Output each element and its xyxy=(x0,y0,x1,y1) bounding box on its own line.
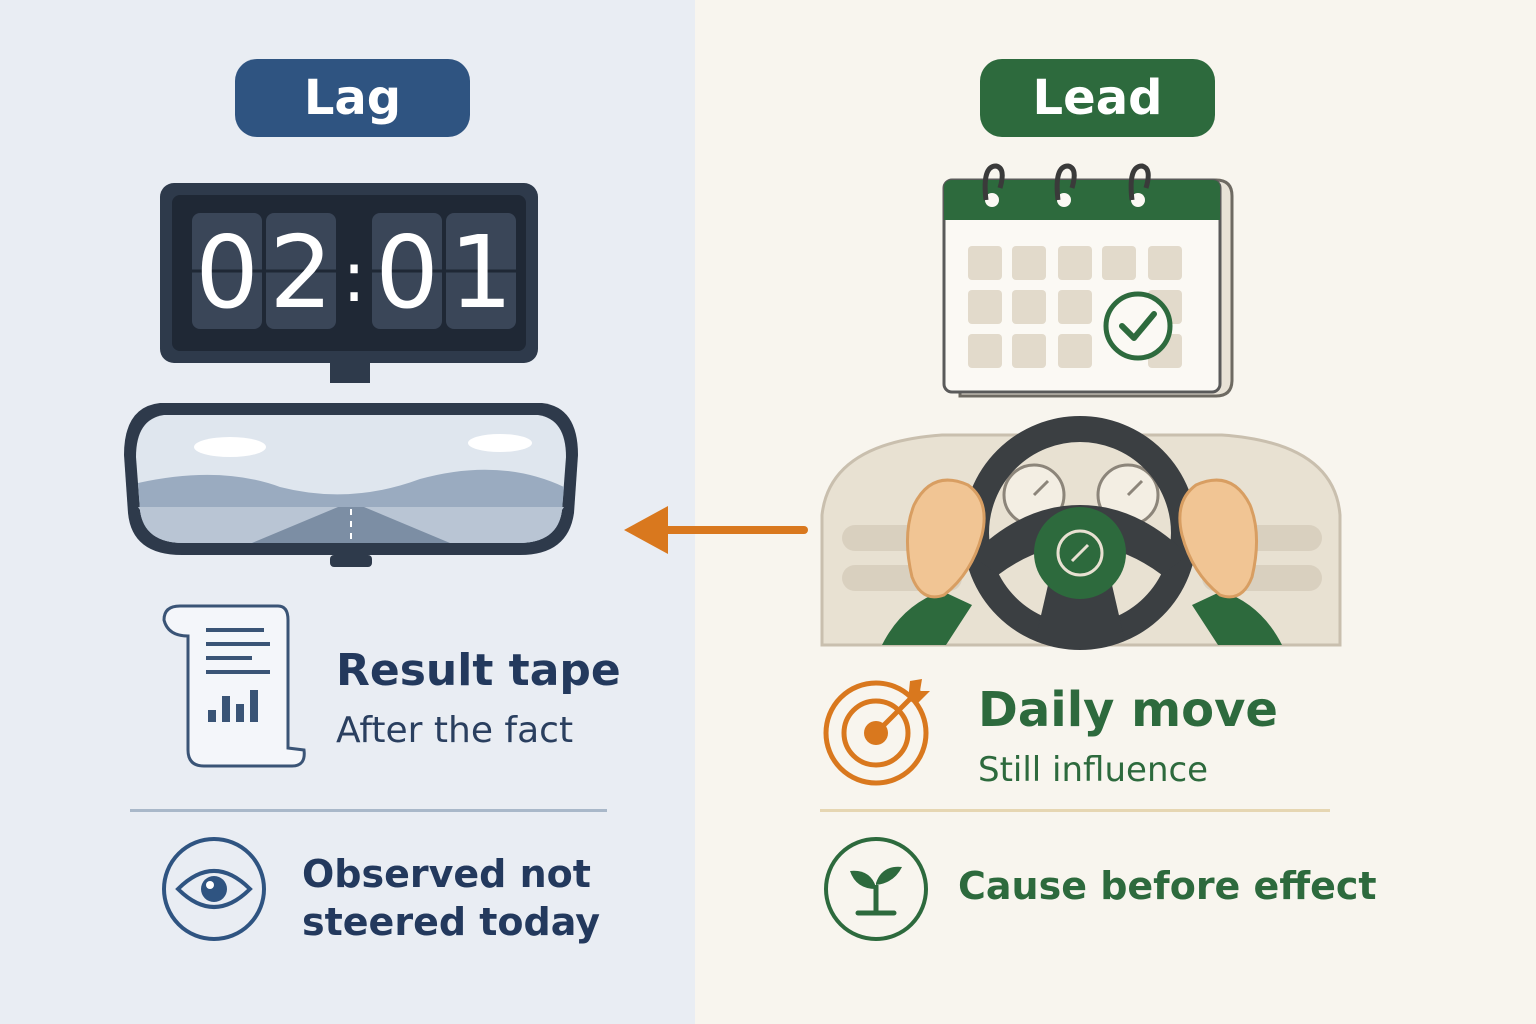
lag-label: Lag xyxy=(235,59,470,137)
observed-line-1: Observed not xyxy=(302,852,591,896)
result-title: Result tape xyxy=(336,645,621,696)
clock-digit-1: 0 xyxy=(195,214,259,331)
clock-digit-4: 1 xyxy=(449,214,513,331)
target-arrow-icon xyxy=(823,679,930,786)
rearview-mirror-icon xyxy=(124,403,578,567)
observed-line-2: steered today xyxy=(302,900,600,944)
clock-digit-3: 0 xyxy=(375,214,439,331)
daily-move-subtitle: Still influence xyxy=(978,750,1209,790)
calendar-check-icon xyxy=(942,163,1234,398)
sprout-icon xyxy=(824,837,928,941)
flip-clock-icon: 0 2 : 0 1 xyxy=(160,183,538,383)
daily-move-title: Daily move xyxy=(978,682,1278,738)
cause-before-effect-text: Cause before effect xyxy=(958,864,1377,908)
receipt-tape-icon xyxy=(162,604,306,768)
right-divider xyxy=(820,809,1330,812)
left-arrow-icon xyxy=(624,506,808,554)
left-divider xyxy=(130,809,607,812)
eye-icon xyxy=(162,837,266,941)
clock-digit-2: 2 xyxy=(269,214,333,331)
result-subtitle: After the fact xyxy=(336,710,574,751)
steering-wheel-icon xyxy=(820,416,1342,650)
lead-label: Lead xyxy=(980,59,1215,137)
clock-separator: : xyxy=(342,236,366,318)
observed-text: Observed not steered today xyxy=(302,850,600,946)
